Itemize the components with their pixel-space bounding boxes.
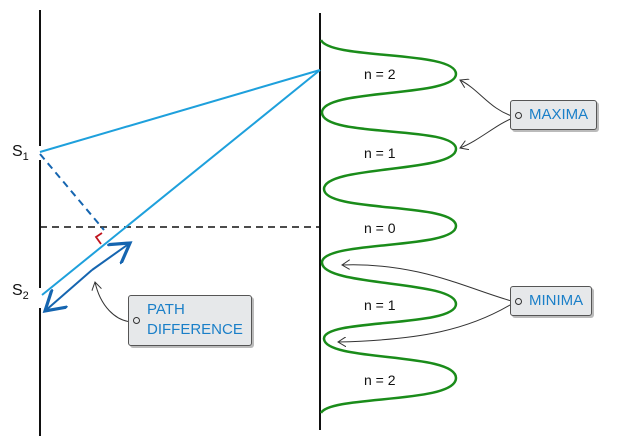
minima-tag: MINIMA — [510, 286, 593, 317]
ray-s2 — [41, 69, 321, 296]
path-difference-arrow — [91, 243, 130, 271]
right-angle-mark — [94, 232, 103, 245]
order-label: n = 2 — [364, 372, 396, 388]
minima-pointer — [342, 265, 516, 303]
perpendicular-dashed — [39, 153, 105, 231]
maxima-pointer — [460, 80, 516, 118]
tag-line: DIFFERENCE — [147, 321, 243, 339]
maxima-pointer — [460, 116, 516, 148]
order-label: n = 1 — [364, 145, 396, 161]
ray-s1 — [39, 69, 321, 153]
interference-pattern — [319, 39, 458, 414]
source-s2-label: S2 — [12, 282, 29, 303]
order-label: n = 2 — [364, 66, 396, 82]
path-difference-arrow — [45, 269, 93, 311]
minima-pointer — [338, 301, 516, 342]
tag-line: PATH — [147, 301, 185, 318]
order-label: n = 1 — [364, 297, 396, 313]
source-s1-label: S1 — [12, 143, 29, 164]
path-difference-tag: PATH DIFFERENCE — [128, 295, 252, 346]
order-label: n = 0 — [364, 220, 396, 236]
maxima-tag: MAXIMA — [510, 100, 598, 131]
